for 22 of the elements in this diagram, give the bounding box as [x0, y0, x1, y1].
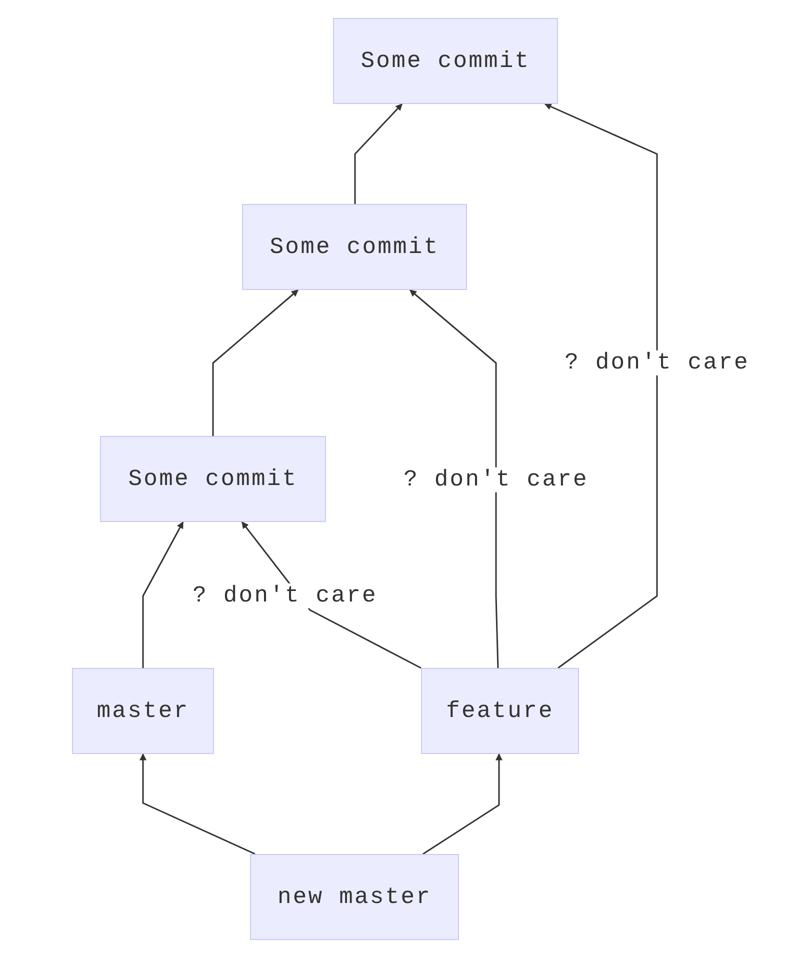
arrow: [140, 753, 256, 855]
edge-label: ? don't care: [404, 467, 588, 493]
commit-box: [421, 668, 579, 754]
commit-box: [242, 204, 467, 290]
commit-box: [100, 436, 326, 522]
arrow: [544, 103, 658, 669]
node-label: Some commit: [360, 48, 530, 74]
arrow: [354, 103, 403, 204]
commit-box: [72, 668, 214, 754]
arrow: [422, 753, 502, 855]
commit-box: [250, 854, 459, 940]
node-label: Some commit: [128, 466, 298, 492]
commit-box: [333, 18, 558, 104]
node-label: new master: [277, 884, 432, 910]
edge-label: ? don't care: [192, 583, 378, 609]
node-label: feature: [446, 698, 554, 724]
arrow: [212, 289, 299, 436]
node-label: master: [96, 698, 190, 724]
arrow: [409, 289, 499, 668]
node-label: Some commit: [270, 234, 440, 260]
edge-label: ? don't care: [564, 350, 750, 376]
arrow: [142, 521, 184, 668]
